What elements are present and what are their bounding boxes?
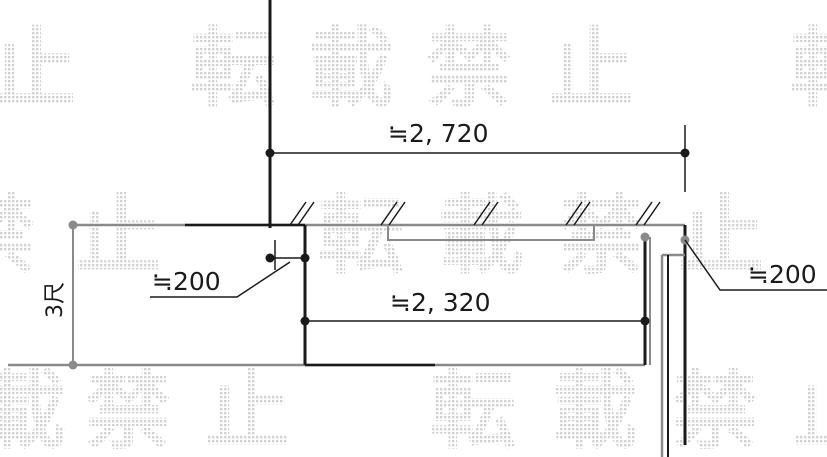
dimension-dot bbox=[300, 253, 310, 263]
watermark-glyph: 載 bbox=[438, 186, 524, 286]
dimension-dot bbox=[300, 316, 310, 326]
leader-line bbox=[684, 239, 827, 291]
dimension-label-side-height: 3尺 bbox=[43, 282, 68, 318]
dimension-dot bbox=[68, 220, 78, 230]
watermark-glyph: 転 bbox=[318, 186, 404, 286]
watermark: 止 転 載 禁 止 転 禁 止 転 載 禁 止 載 禁 止 転 載 禁 止 bbox=[0, 19, 827, 457]
watermark-glyph: 載 bbox=[0, 361, 66, 457]
dimension-dot bbox=[265, 148, 275, 158]
dimension-label-inner: ≒2, 320 bbox=[390, 288, 491, 317]
dimension-dot bbox=[640, 316, 650, 326]
rail-box bbox=[387, 225, 595, 241]
watermark-glyph: 禁 bbox=[0, 186, 36, 286]
watermark-glyph: 止 bbox=[205, 361, 291, 457]
dimension-label-top: ≒2, 720 bbox=[388, 119, 489, 148]
break-marks bbox=[289, 201, 661, 226]
dimension-side-height: 3尺 bbox=[43, 220, 78, 370]
watermark-glyph: 止 bbox=[0, 19, 76, 119]
dimension-label-right-offset: ≒200 bbox=[748, 260, 817, 289]
dimension-top: ≒2, 720 bbox=[265, 119, 690, 192]
dimension-label-left-offset: ≒200 bbox=[152, 267, 221, 296]
dimension-inner: ≒2, 320 bbox=[300, 288, 650, 326]
watermark-glyph: 止 bbox=[75, 186, 161, 286]
dimension-dot bbox=[68, 360, 78, 370]
dimension-dot bbox=[265, 253, 275, 263]
watermark-glyph: 禁 bbox=[426, 19, 512, 119]
watermark-glyph: 転 bbox=[430, 361, 516, 457]
leader-line bbox=[150, 261, 291, 298]
watermark-glyph: 止 bbox=[792, 361, 827, 457]
watermark-glyph: 止 bbox=[548, 19, 634, 119]
dimension-dot bbox=[680, 148, 690, 158]
dimension-right-offset: ≒200 bbox=[640, 232, 827, 291]
watermark-glyph: 禁 bbox=[85, 361, 171, 457]
watermark-glyph: 止 bbox=[678, 186, 764, 286]
structure-lines bbox=[8, 0, 687, 457]
watermark-glyph: 転 bbox=[190, 19, 276, 119]
watermark-glyph: 載 bbox=[308, 19, 394, 119]
watermark-glyph: 載 bbox=[552, 361, 638, 457]
watermark-glyph: 禁 bbox=[558, 186, 644, 286]
watermark-glyph: 転 bbox=[790, 19, 827, 119]
dimension-left-offset: ≒200 bbox=[150, 240, 310, 298]
dimension-dot bbox=[640, 232, 650, 242]
